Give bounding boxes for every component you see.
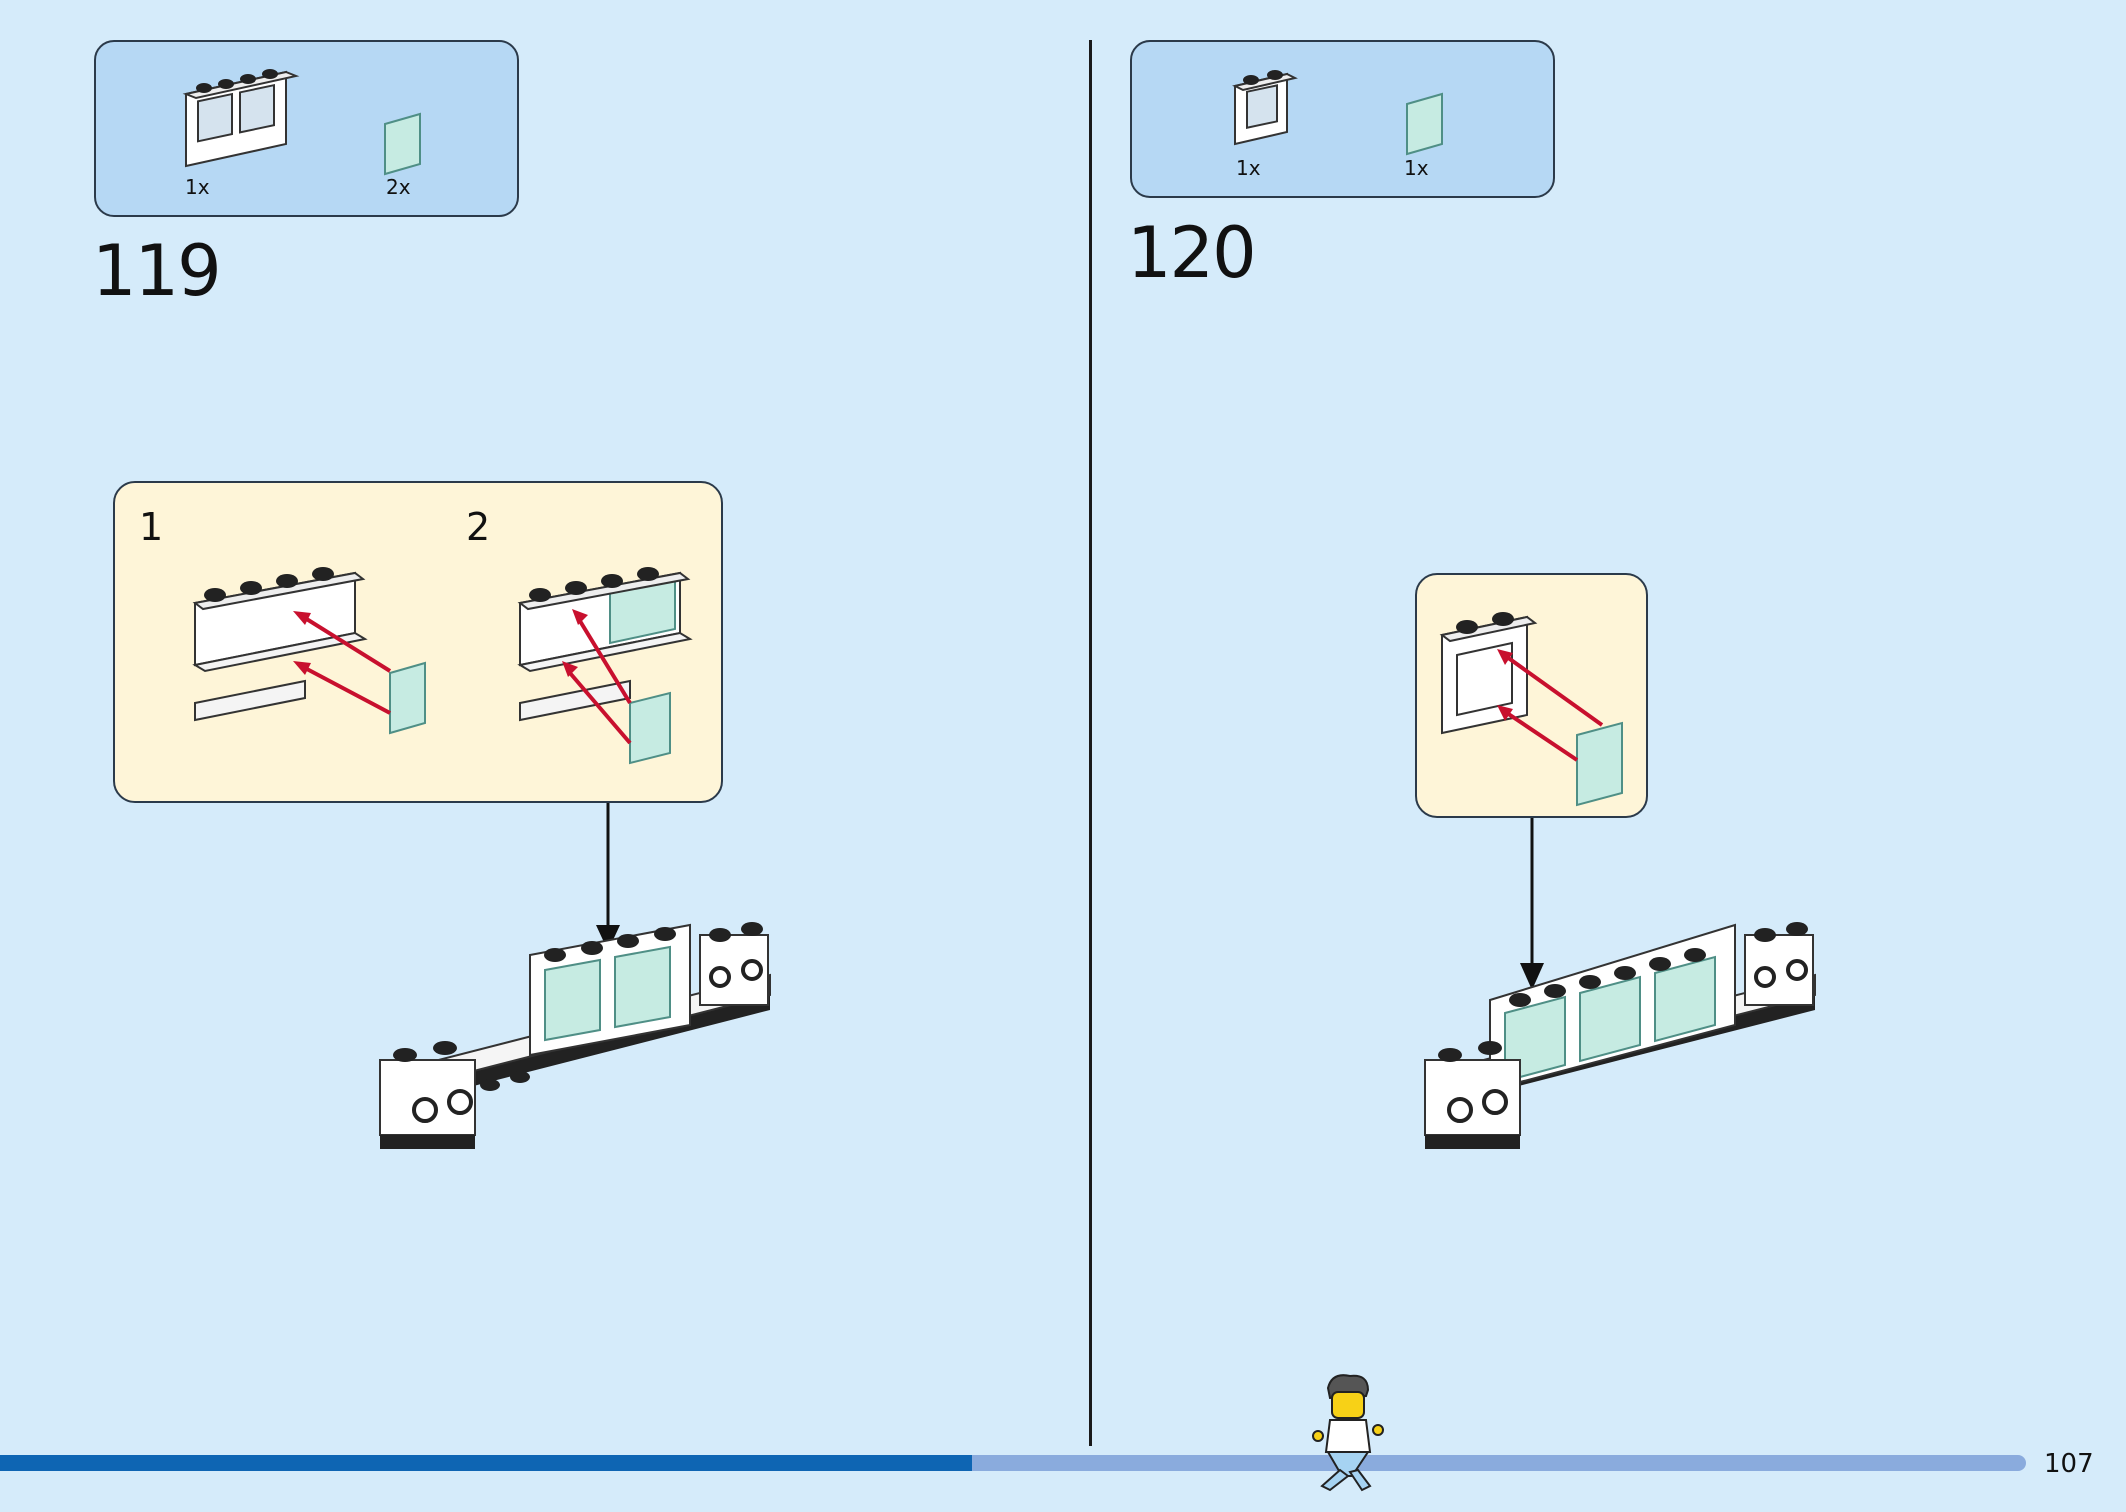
white-window-frame-1-pane-icon bbox=[1232, 70, 1298, 146]
window-frame-assembly-illustration bbox=[192, 567, 426, 735]
window-frame-assembly-illustration bbox=[517, 567, 693, 765]
model-build-illustration bbox=[1424, 922, 1816, 1149]
minifigure-walking-icon bbox=[1312, 1374, 1384, 1492]
trans-light-blue-glass-pane-icon bbox=[1406, 92, 1443, 156]
subassembly-callout: 1 2 bbox=[113, 481, 723, 803]
step-number: 120 bbox=[1127, 212, 1257, 294]
substep-number: 2 bbox=[466, 505, 491, 549]
part-quantity: 1x bbox=[1236, 156, 1261, 180]
window-frame-assembly-illustration bbox=[1439, 612, 1623, 807]
parts-box-step-119: 1x 2x bbox=[94, 40, 519, 217]
part-quantity: 2x bbox=[386, 175, 411, 199]
white-window-frame-2-pane-icon bbox=[182, 69, 300, 168]
down-arrow-icon bbox=[1520, 818, 1544, 990]
substep-number: 1 bbox=[139, 505, 164, 549]
page-number: 107 bbox=[2044, 1449, 2094, 1479]
progress-bar-fill bbox=[0, 1455, 973, 1471]
trans-light-blue-glass-pane-icon bbox=[384, 112, 421, 176]
step-number: 119 bbox=[92, 230, 222, 312]
down-arrow-icon bbox=[596, 803, 620, 951]
part-quantity: 1x bbox=[1404, 156, 1429, 180]
page-divider bbox=[1089, 40, 1092, 1446]
model-build-illustration bbox=[379, 922, 771, 1149]
subassembly-callout bbox=[1415, 573, 1648, 818]
parts-box-step-120: 1x 1x bbox=[1130, 40, 1555, 198]
progress-bar bbox=[0, 1455, 2026, 1471]
part-quantity: 1x bbox=[185, 175, 210, 199]
